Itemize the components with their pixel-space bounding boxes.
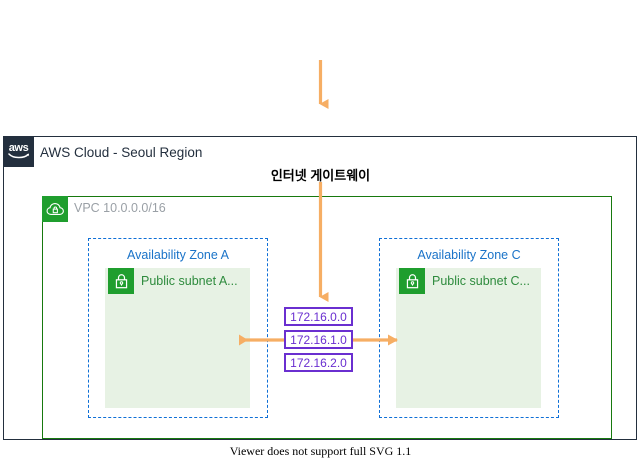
public-subnet-c-label: Public subnet C... <box>432 274 530 288</box>
svg-support-note: Viewer does not support full SVG 1.1 <box>229 444 412 458</box>
lock-icon <box>399 268 425 294</box>
cidr-block-0: 172.16.0.0 <box>284 307 353 326</box>
vpc-cloud-lock-icon <box>42 196 68 222</box>
availability-zone-c-label: Availability Zone C <box>417 248 521 262</box>
public-subnet-a-label: Public subnet A... <box>141 274 238 288</box>
cidr-block-1: 172.16.1.0 <box>284 330 353 349</box>
availability-zone-a-label: Availability Zone A <box>127 248 229 262</box>
cidr-block-2: 172.16.2.0 <box>284 353 353 372</box>
availability-zone-a-boundary <box>88 238 268 418</box>
lock-icon <box>108 268 134 294</box>
aws-cloud-title: AWS Cloud - Seoul Region <box>40 145 203 160</box>
aws-logo-text: aws <box>8 142 29 154</box>
vpc-title: VPC 10.0.0.0/16 <box>74 201 166 215</box>
aws-smile-icon <box>7 153 29 159</box>
internet-gateway-label: 인터넷 게이트웨이 <box>270 168 371 183</box>
aws-logo-icon: aws <box>3 136 34 167</box>
availability-zone-c-boundary <box>379 238 559 418</box>
